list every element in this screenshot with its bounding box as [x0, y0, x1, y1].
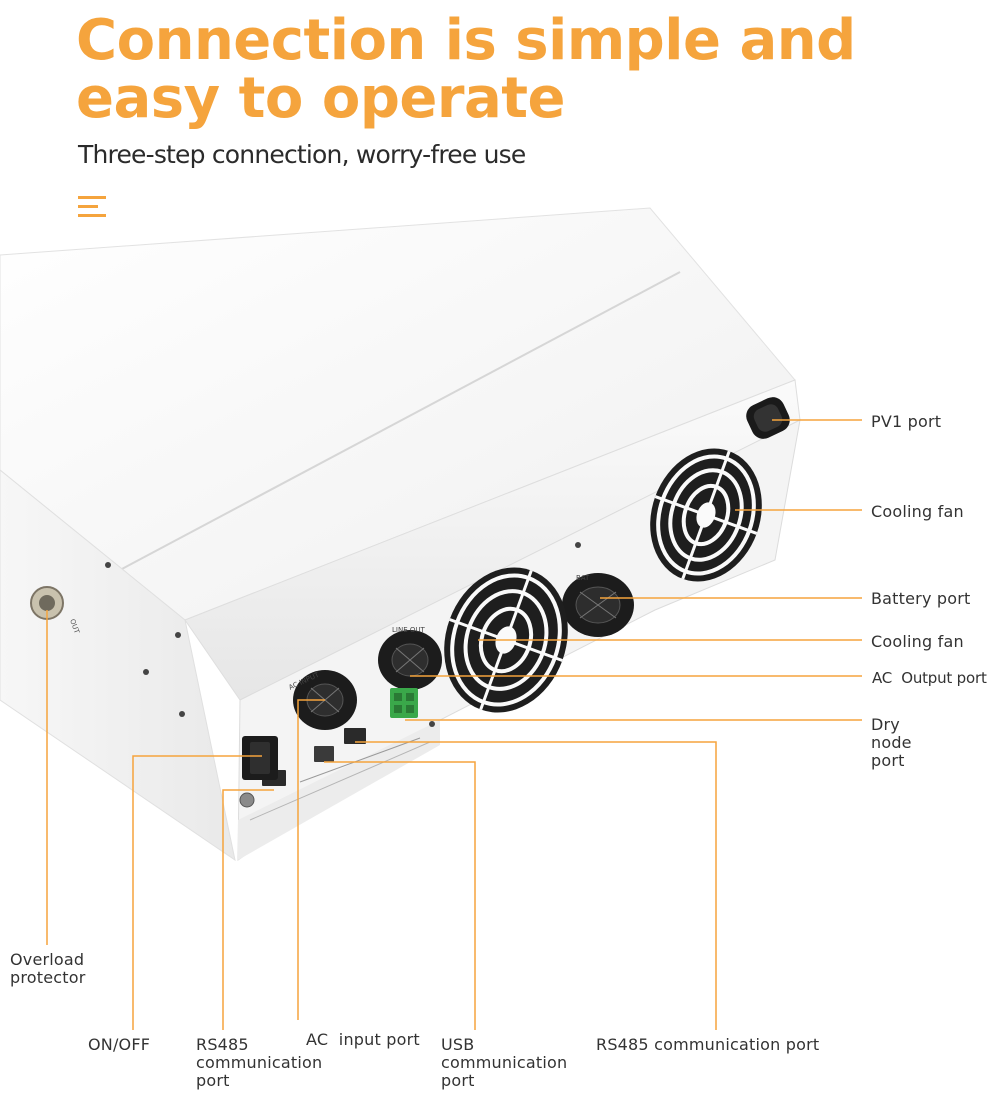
battery-port-print: BAT	[576, 574, 590, 582]
pv1-port-shape	[746, 397, 790, 439]
screw	[143, 669, 149, 675]
battery-port-shape	[562, 573, 634, 637]
rs485-port-right-shape	[344, 728, 366, 744]
screw	[105, 562, 111, 568]
device-seam	[119, 271, 681, 571]
label-pv1-port: PV1 port	[871, 412, 942, 431]
screw	[179, 711, 185, 717]
label-ac-output-port: AC Output port	[872, 669, 987, 687]
usb-port-shape	[314, 746, 334, 762]
label-on-off: ON/OFF	[88, 1035, 151, 1054]
label-rs485-port-left: RS485 communication port	[196, 1035, 323, 1090]
ac-output-print: LINE OUT	[392, 626, 425, 634]
page-subtitle: Three-step connection, worry-free use	[78, 140, 526, 169]
ground-screw	[239, 792, 255, 808]
on-off-switch-shape	[242, 736, 278, 780]
screw	[175, 632, 181, 638]
label-cooling-fan-1: Cooling fan	[871, 502, 964, 521]
overload-protector-knob	[30, 586, 64, 620]
cooling-fan-right-shape	[650, 448, 762, 582]
page-title: Connection is simple and easy to operate	[76, 8, 856, 131]
label-battery-port: Battery port	[871, 589, 971, 608]
label-ac-input-port: AC input port	[306, 1030, 420, 1049]
menu-lines-icon	[78, 196, 106, 218]
label-overload-protector: Overload protector	[10, 950, 86, 987]
dry-node-terminal-shape	[390, 688, 418, 718]
label-cooling-fan-2: Cooling fan	[871, 632, 964, 651]
ac-output-port-shape	[378, 630, 442, 690]
label-usb-port: USB communication port	[441, 1035, 568, 1090]
label-dry-node-port: Dry node port	[871, 715, 912, 770]
screw	[575, 542, 581, 548]
label-rs485-port-right: RS485 communication port	[596, 1035, 820, 1054]
screw	[429, 721, 435, 727]
